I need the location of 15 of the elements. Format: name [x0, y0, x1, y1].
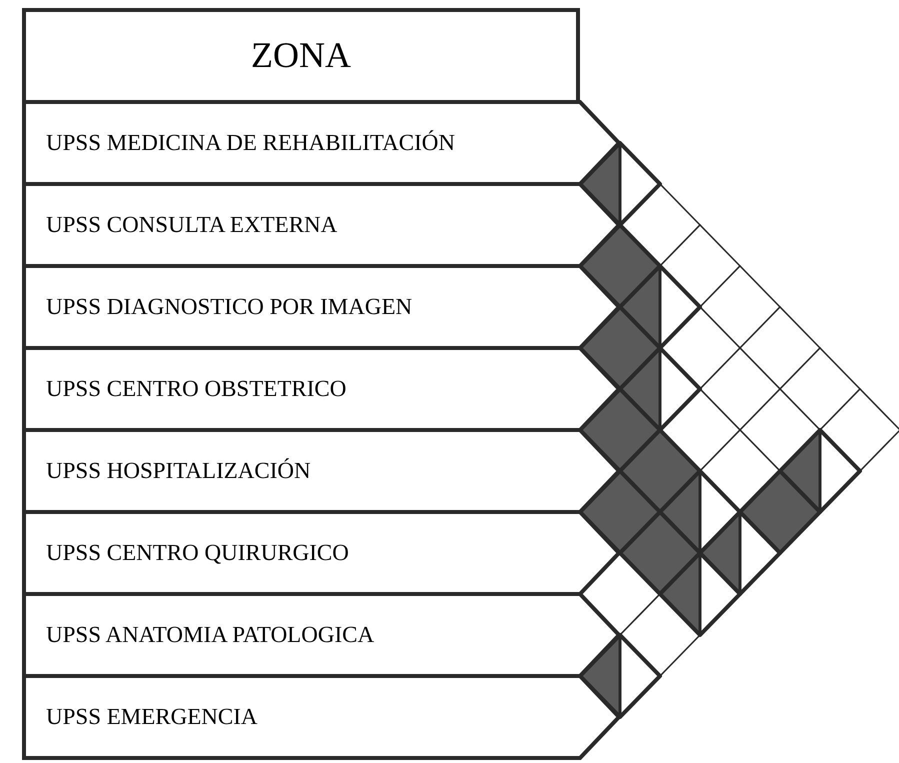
zone-label: UPSS CONSULTA EXTERNA [46, 212, 338, 238]
zone-label: UPSS ANATOMIA PATOLOGICA [46, 622, 374, 648]
zone-label: UPSS DIAGNOSTICO POR IMAGEN [46, 294, 412, 320]
zone-label: UPSS CENTRO OBSTETRICO [46, 376, 346, 402]
zone-label: UPSS HOSPITALIZACIÓN [46, 458, 311, 484]
zone-label: UPSS EMERGENCIA [46, 704, 258, 730]
zone-row [22, 676, 620, 758]
zone-label: UPSS CENTRO QUIRURGICO [46, 540, 349, 566]
header-title: ZONA [251, 36, 351, 76]
zone-label: UPSS MEDICINA DE REHABILITACIÓN [46, 130, 455, 156]
header-box [22, 8, 580, 102]
zone-row [22, 348, 620, 430]
zone-row [22, 102, 620, 184]
zone-row [22, 430, 620, 512]
zone-row [22, 266, 620, 348]
